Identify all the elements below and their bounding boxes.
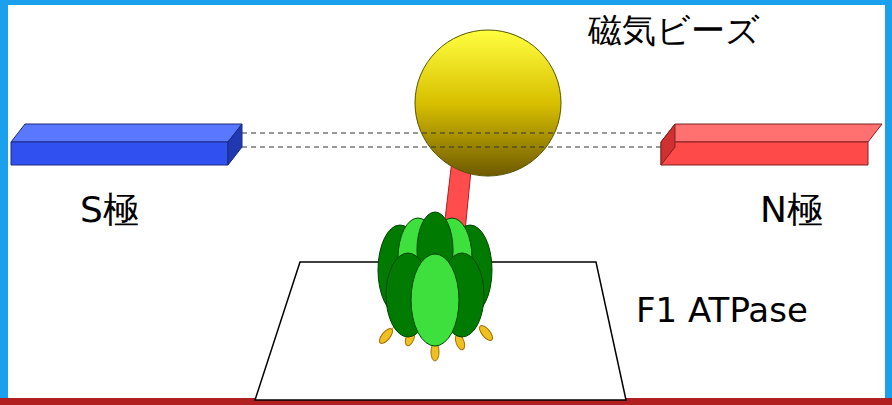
ground: [8, 5, 885, 398]
protein-label: F1 ATPase: [636, 292, 808, 329]
s-pole-magnet: [11, 124, 242, 165]
n-pole-magnet: [661, 124, 882, 165]
bead-label: 磁気ビーズ: [588, 12, 760, 49]
pole-label: N極: [760, 190, 823, 230]
field-lines: [242, 133, 662, 147]
f1-atpase: [377, 212, 495, 361]
magnetic-bead: [415, 30, 561, 176]
pole-label: S極: [80, 190, 139, 230]
